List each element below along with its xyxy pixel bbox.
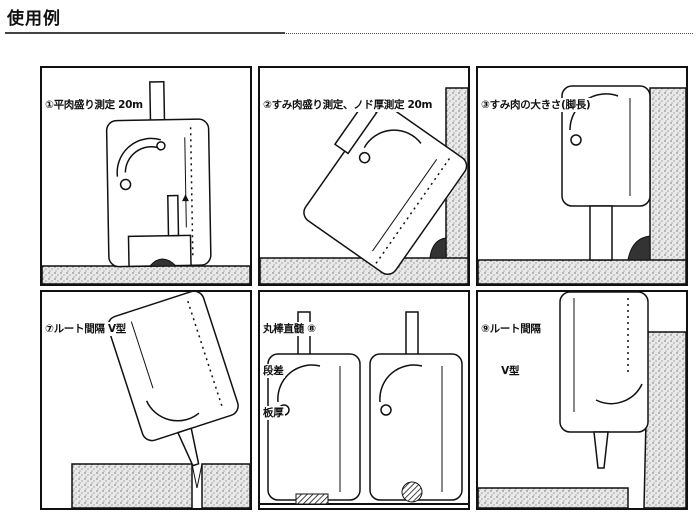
panel-4-caption: ⑦ルート間隔 V型	[45, 322, 128, 336]
page-title: 使用例	[7, 9, 61, 29]
usage-panel-1: ①平肉盛り測定 20m ▲	[40, 66, 252, 286]
panel-2-illustration	[260, 87, 468, 284]
svg-text:▲: ▲	[182, 193, 189, 203]
panel-4-illustration	[71, 292, 250, 508]
panel-5-caption: 丸棒直髄 ⑧ 段差 板厚	[263, 322, 318, 420]
usage-panel-4: ⑦ルート間隔 V型	[40, 290, 252, 510]
title-divider	[5, 32, 693, 34]
panel-1-illustration: ▲	[42, 81, 250, 284]
panel-1-caption: ①平肉盛り測定 20m	[45, 98, 145, 112]
panel-6-illustration	[478, 292, 686, 508]
panel-2-caption: ②すみ肉盛り測定、ノド厚測定 20m	[263, 98, 435, 112]
usage-panel-6: ⑨ルート間隔 V型	[476, 290, 688, 510]
panel-5-illustration	[260, 311, 468, 505]
usage-panel-3: ③すみ肉の大きさ(脚長)	[476, 66, 688, 286]
panel-3-illustration	[478, 85, 686, 284]
panel-3-caption: ③すみ肉の大きさ(脚長)	[481, 98, 593, 112]
panel-6-caption: ⑨ルート間隔 V型	[481, 322, 543, 378]
usage-panel-2: ②すみ肉盛り測定、ノド厚測定 20m	[258, 66, 470, 286]
usage-panel-5: 丸棒直髄 ⑧ 段差 板厚	[258, 290, 470, 510]
